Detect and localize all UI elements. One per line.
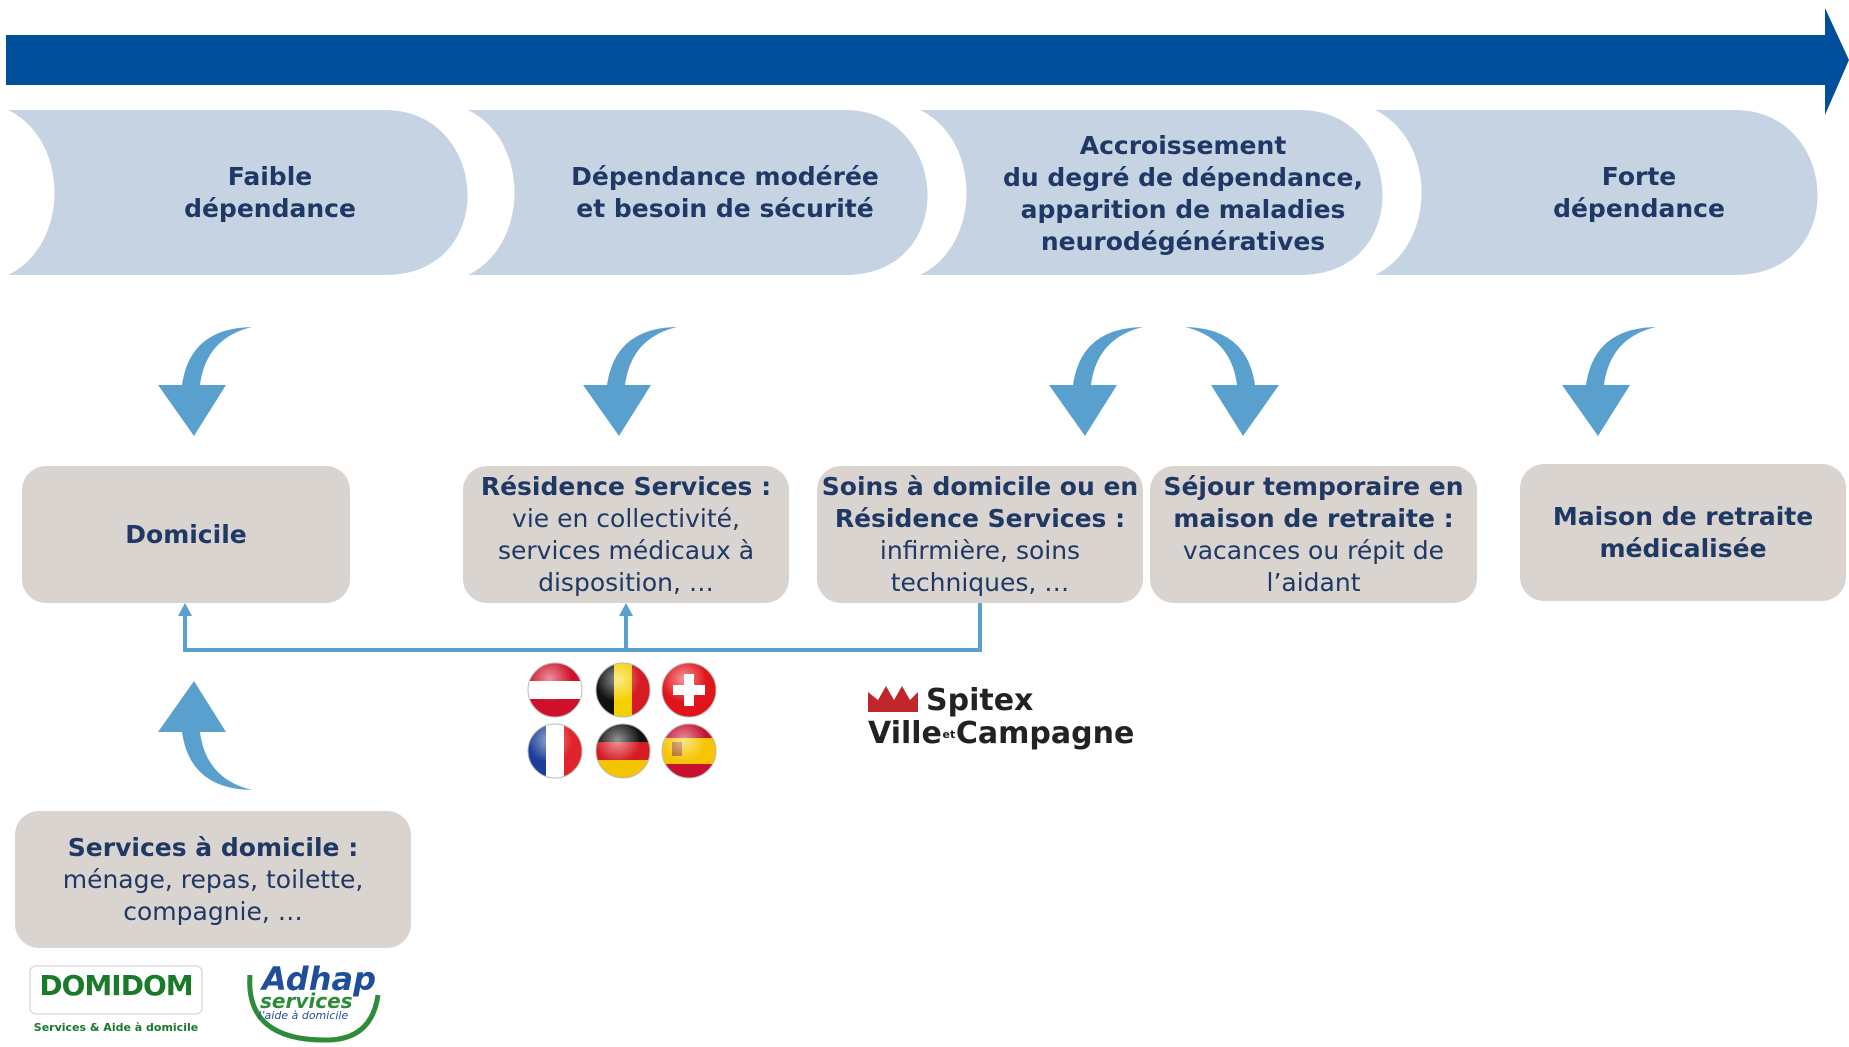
box-services-line: ménage, repas, toilette, bbox=[62, 864, 364, 894]
box-maison-title: médicalisée bbox=[1599, 533, 1767, 563]
curved-arrow-5 bbox=[1562, 327, 1656, 436]
connector-arrowhead-residence bbox=[619, 603, 633, 616]
curved-arrow-2 bbox=[583, 327, 677, 436]
stage-shape-2 bbox=[468, 110, 928, 275]
domidom-badge bbox=[29, 965, 203, 1015]
connector-lines bbox=[183, 600, 982, 652]
stage-4-label: Forte dépendance bbox=[1409, 161, 1849, 225]
stage-4-line: dépendance bbox=[1553, 194, 1725, 223]
stage-2-label: Dépendance modérée et besoin de sécurité bbox=[495, 161, 955, 225]
box-soins-line: infirmière, soins bbox=[879, 535, 1081, 565]
stage-3-label: Accroissement du degré de dépendance, ap… bbox=[953, 130, 1413, 258]
adhap-logo-sub: services bbox=[260, 989, 353, 1013]
curved-arrow-3 bbox=[1049, 327, 1143, 436]
box-residence-line: services médicaux à bbox=[497, 535, 755, 565]
box-residence-title: Résidence Services : bbox=[480, 471, 772, 501]
adhap-swoosh-icon bbox=[247, 974, 381, 1043]
box-domicile: Domicile bbox=[22, 466, 350, 603]
adhap-logo-tagline: l’aide à domicile bbox=[258, 1009, 349, 1022]
box-services-title: Services à domicile : bbox=[67, 832, 359, 862]
spitex-logo-line1: Spitex bbox=[926, 683, 1034, 718]
stage-3-line: du degré de dépendance, bbox=[1002, 163, 1364, 192]
stage-3-line: neurodégénératives bbox=[1040, 227, 1326, 256]
box-services-domicile: Services à domicile : ménage, repas, toi… bbox=[15, 811, 411, 948]
stage-4-line: Forte bbox=[1601, 162, 1677, 191]
box-maison-retraite: Maison de retraite médicalisée bbox=[1520, 464, 1846, 601]
spitex-campagne: Campagne bbox=[955, 716, 1135, 751]
stage-2-line: Dépendance modérée bbox=[571, 162, 879, 191]
spitex-ville: Ville bbox=[868, 716, 942, 751]
stage-3-line: Accroissement bbox=[1079, 131, 1287, 160]
stage-1-label: Faible dépendance bbox=[40, 161, 500, 225]
domidom-logo-name: DOMIDOM bbox=[39, 969, 193, 1002]
box-sejour-title: maison de retraite : bbox=[1173, 503, 1454, 533]
connector-arrowhead-domicile bbox=[178, 603, 192, 616]
stage-3-line: apparition de maladies bbox=[1020, 195, 1346, 224]
adhap-logo-name: Adhap bbox=[262, 960, 376, 998]
box-sejour-title: Séjour temporaire en bbox=[1163, 471, 1464, 501]
box-sejour-line: vacances ou répit de bbox=[1182, 535, 1445, 565]
curved-arrow-up bbox=[158, 681, 252, 790]
box-residence-services: Résidence Services : vie en collectivité… bbox=[463, 466, 789, 603]
box-services-line: compagnie, … bbox=[123, 896, 303, 926]
flag-gloss bbox=[527, 662, 717, 779]
stage-shape-4 bbox=[1375, 110, 1818, 275]
box-residence-line: vie en collectivité, bbox=[512, 503, 740, 533]
box-sejour-line: l’aidant bbox=[1266, 567, 1361, 597]
stage-shape-1 bbox=[8, 110, 468, 275]
spitex-et: et bbox=[942, 727, 956, 741]
spitex-crown-icon bbox=[868, 686, 918, 712]
box-soins-title: Soins à domicile ou en bbox=[821, 471, 1139, 501]
spitex-logo-line2: VilleetCampagne bbox=[868, 717, 1134, 752]
box-soins-title: Résidence Services : bbox=[834, 503, 1126, 533]
box-sejour-temporaire: Séjour temporaire en maison de retraite … bbox=[1150, 466, 1477, 603]
stage-1-line: Faible bbox=[227, 162, 313, 191]
curved-arrow-4 bbox=[1185, 327, 1279, 436]
stage-shape-3 bbox=[920, 110, 1383, 275]
box-maison-title: Maison de retraite bbox=[1552, 501, 1814, 531]
timeline-arrow bbox=[6, 8, 1849, 115]
curved-arrow-1 bbox=[158, 327, 252, 436]
stage-1-line: dépendance bbox=[184, 194, 356, 223]
box-residence-line: disposition, … bbox=[538, 567, 714, 597]
stage-2-line: et besoin de sécurité bbox=[576, 194, 874, 223]
box-domicile-title: Domicile bbox=[125, 519, 247, 549]
box-soins-domicile: Soins à domicile ou en Résidence Service… bbox=[817, 466, 1143, 603]
box-soins-line: techniques, … bbox=[890, 567, 1070, 597]
domidom-logo-tagline: Services & Aide à domicile bbox=[33, 1021, 199, 1034]
